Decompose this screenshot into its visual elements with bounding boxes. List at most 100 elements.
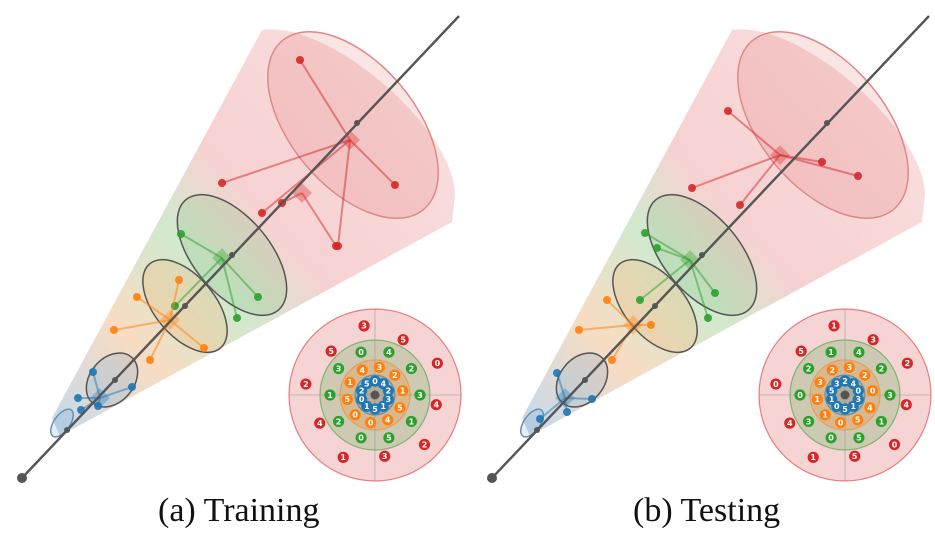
ring-badge (382, 385, 394, 397)
ring-badge-label: 2 (303, 380, 309, 389)
ring-badge-label: 4 (386, 348, 392, 357)
axis-point (824, 120, 830, 126)
ring-badge-label: 3 (377, 363, 383, 372)
ring-badge-label: 2 (842, 377, 848, 386)
axis-point (182, 303, 188, 309)
ring-badge-label: 1 (327, 391, 333, 400)
cluster-node (575, 326, 583, 334)
cluster-node (200, 344, 208, 352)
ring-badge-label: 1 (810, 453, 816, 462)
ring-center-point (840, 390, 850, 400)
cluster-node (641, 229, 649, 237)
cluster-link (221, 139, 351, 184)
cluster-node (391, 181, 399, 189)
cluster-node (146, 356, 154, 364)
ring-badge (831, 378, 843, 390)
ring-badge (794, 389, 806, 401)
ring-badge-label: 5 (400, 336, 406, 345)
ring-badge (314, 417, 326, 429)
ring-badge (355, 432, 367, 444)
ring-badge-label: 1 (829, 395, 835, 404)
ring-badge (819, 409, 831, 421)
ring-badge-label: 2 (862, 371, 868, 380)
ring-badge (826, 364, 838, 376)
ring-badge-label: 3 (336, 364, 342, 373)
cluster-node (254, 293, 262, 301)
ring-badge (300, 378, 312, 390)
ring-badge-label: 5 (345, 395, 351, 404)
cluster-node (563, 408, 571, 416)
cluster-node (724, 107, 732, 115)
ring-badge (379, 450, 391, 462)
ring-badge-label: 4 (359, 366, 365, 375)
ring-badge-label: 1 (828, 348, 834, 357)
ring-badge (901, 357, 913, 369)
ring-badge (341, 393, 353, 405)
ring-badge (332, 362, 345, 375)
cluster-node (177, 230, 185, 238)
ring-center-point (370, 390, 380, 400)
ring-badge (811, 393, 823, 405)
ring-badge (337, 451, 349, 463)
cluster-link (691, 154, 781, 189)
ring-badge (383, 432, 395, 444)
ring-badge (397, 385, 409, 397)
ring-badge (802, 415, 815, 428)
cluster-link (564, 397, 593, 400)
ring-badge-label: 3 (361, 322, 367, 331)
cluster-node (553, 369, 561, 377)
cluster-node (74, 394, 82, 402)
ring-badge-label: 3 (417, 391, 423, 400)
cluster-node (704, 314, 712, 322)
ring-badge-label: 5 (842, 405, 848, 414)
ring-badge-label: 3 (817, 378, 823, 387)
caption-training: (a) Training (158, 492, 320, 529)
ring-badge (361, 378, 373, 390)
ring-badge-label: 2 (409, 364, 415, 373)
ring-badge (389, 369, 401, 381)
ring-badge-label: 2 (386, 386, 392, 395)
cluster-link (606, 299, 634, 326)
ring-badge (344, 376, 356, 388)
hierarchy-axis-line (491, 15, 930, 479)
cluster-link (727, 110, 781, 156)
ring-badge-label: 1 (380, 402, 386, 411)
ring-badge (373, 361, 385, 373)
axis-point (229, 252, 235, 258)
ring-badge-label: 0 (358, 348, 364, 357)
ring-badge-label: 2 (829, 366, 835, 375)
cluster-link (113, 319, 171, 331)
ring-badge-label: 5 (855, 416, 861, 425)
cluster-node (711, 289, 719, 297)
cluster-node (332, 242, 340, 250)
ring-badge-label: 0 (838, 418, 844, 427)
axis-point (534, 427, 540, 433)
ring-badge (853, 346, 865, 358)
ring-badge (355, 346, 367, 358)
ring-badge (825, 346, 837, 358)
ring-badge (828, 320, 840, 332)
ring-badge (884, 389, 896, 401)
ring-badge (414, 389, 426, 401)
ring-badge-label: 1 (850, 402, 856, 411)
cluster-link (539, 397, 566, 420)
cluster-node (588, 395, 596, 403)
cluster-node (536, 415, 544, 423)
ring-badge (383, 346, 395, 358)
cluster-link (689, 259, 709, 319)
ring-badge (349, 409, 361, 421)
ring-badge-label: 4 (903, 400, 909, 409)
cluster-node (110, 326, 118, 334)
ring-badge-label: 1 (879, 417, 885, 426)
cluster-node (603, 296, 611, 304)
ring-badge-label: 2 (879, 364, 885, 373)
ring-badge (356, 393, 368, 405)
cluster-node (608, 356, 616, 364)
cluster-node (647, 321, 655, 329)
ring-badge (864, 402, 876, 414)
axis-point (354, 120, 360, 126)
cluster-node (736, 201, 744, 209)
ring-badge-label: 5 (397, 404, 403, 413)
ring-badge-label: 4 (867, 404, 873, 413)
